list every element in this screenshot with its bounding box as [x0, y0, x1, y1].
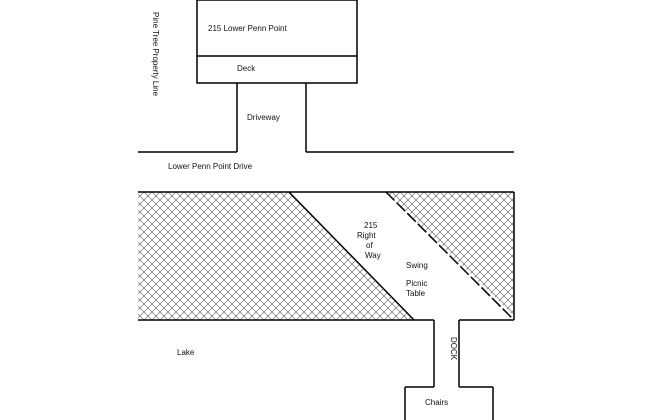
house-outline	[196, 0, 358, 84]
lake-label: Lake	[177, 348, 195, 357]
house-label: 215 Lower Penn Point	[208, 24, 288, 33]
dock-label: DOCK	[449, 337, 458, 361]
right-of-way-dashed-edge	[385, 191, 515, 321]
swing-label: Swing	[406, 261, 428, 270]
picnic-table-label-line2: Table	[406, 289, 426, 298]
property-line-label: Pine Tree Property Line	[151, 12, 160, 97]
driveway-label: Driveway	[247, 113, 280, 122]
hatched-area-right	[386, 192, 514, 316]
right-of-way-solid-edge	[288, 191, 415, 321]
hatched-area-left	[138, 192, 414, 320]
right-of-way-label-line4: Way	[365, 251, 381, 260]
road-label: Lower Penn Point Drive	[168, 162, 253, 171]
picnic-table-label-line1: Picnic	[406, 279, 427, 288]
right-of-way-label-line1: 215	[364, 221, 378, 230]
right-of-way-label-line3: of	[366, 241, 373, 250]
chairs-label: Chairs	[425, 398, 448, 407]
right-of-way-label-line2: Right	[357, 231, 376, 240]
deck-label: Deck	[237, 64, 256, 73]
